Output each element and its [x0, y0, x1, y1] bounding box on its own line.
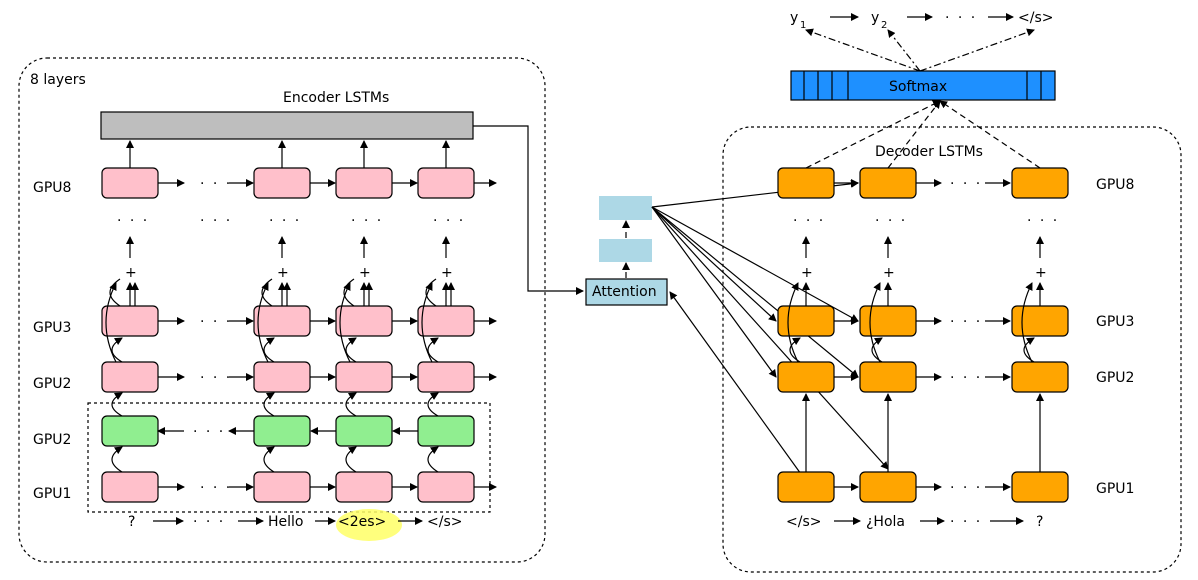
decoder-cell-gpu1-3 — [1011, 471, 1069, 503]
encoder-frame — [18, 57, 546, 563]
encoder-cell-gpu2-reverse-1 — [101, 415, 159, 447]
encoder-row-ellipsis: · · · — [200, 370, 232, 386]
encoder-cell-gpu1-1 — [101, 471, 159, 503]
encoder-cell-gpu2-reverse-3 — [335, 415, 393, 447]
output-y1: y — [790, 10, 798, 26]
decoder-cell-gpu2-2 — [859, 361, 917, 393]
decoder-row-label-gpu1: GPU1 — [1096, 481, 1134, 497]
decoder-cell-gpu8-1 — [777, 167, 835, 199]
encoder-cell-gpu3-3 — [335, 305, 393, 337]
encoder-cell-gpu2-2 — [253, 361, 311, 393]
encoder-vertical-ellipsis: · · · — [269, 213, 301, 229]
encoder-row-ellipsis: · · · — [200, 314, 232, 330]
encoder-cell-gpu2-reverse-2 — [253, 415, 311, 447]
encoder-residual-plus: + — [359, 265, 371, 281]
encoder-row-label-gpu3: GPU3 — [33, 320, 71, 336]
decoder-frame — [722, 126, 1182, 573]
decoder-row-ellipsis: · · · — [950, 176, 982, 192]
decoder-row-ellipsis: · · · — [950, 370, 982, 386]
decoder-cell-gpu2-1 — [777, 361, 835, 393]
encoder-row-label-gpu2-bottom: GPU2 — [33, 432, 71, 448]
encoder-row-label-gpu1: GPU1 — [33, 486, 71, 502]
output-y2-sub: 2 — [881, 20, 887, 31]
encoder-token-ellipsis: · · · — [193, 514, 225, 530]
encoder-residual-plus: + — [125, 265, 137, 281]
encoder-cell-gpu2-4 — [417, 361, 475, 393]
decoder-vertical-ellipsis: · · · — [1027, 213, 1059, 229]
attention-box — [585, 278, 668, 306]
encoder-cell-gpu8-3 — [335, 167, 393, 199]
encoder-cell-gpu1-4 — [417, 471, 475, 503]
encoder-residual-plus: + — [277, 265, 289, 281]
encoder-row-ellipsis: · · · — [200, 176, 232, 192]
decoder-token-eos: </s> — [786, 514, 821, 530]
attention-stack-mid — [599, 239, 652, 262]
encoder-cell-gpu8-4 — [417, 167, 475, 199]
encoder-cell-gpu1-3 — [335, 471, 393, 503]
encoder-cell-gpu3-4 — [417, 305, 475, 337]
encoder-cell-gpu1-2 — [253, 471, 311, 503]
decoder-cell-gpu2-3 — [1011, 361, 1069, 393]
output-eos: </s> — [1018, 10, 1053, 26]
encoder-title: Encoder LSTMs — [283, 90, 389, 106]
decoder-row-ellipsis: · · · — [950, 480, 982, 496]
encoder-row-label-gpu2-top: GPU2 — [33, 376, 71, 392]
encoder-residual-plus: + — [441, 265, 453, 281]
decoder-token-hola: ¿Hola — [866, 514, 905, 530]
decoder-cell-gpu8-2 — [859, 167, 917, 199]
decoder-cell-gpu1-2 — [859, 471, 917, 503]
softmax-label: Softmax — [889, 79, 947, 95]
encoder-token-hello: Hello — [268, 514, 304, 530]
decoder-cell-gpu3-3 — [1011, 305, 1069, 337]
decoder-vertical-ellipsis: · · · — [875, 213, 907, 229]
attention-label: Attention — [592, 284, 657, 300]
output-y1-sub: 1 — [800, 20, 806, 31]
decoder-cell-gpu1-1 — [777, 471, 835, 503]
decoder-row-ellipsis: · · · — [950, 314, 982, 330]
decoder-residual-plus: + — [1035, 265, 1047, 281]
output-ellipsis: · · · — [945, 10, 977, 26]
decoder-residual-plus: + — [801, 265, 813, 281]
encoder-vertical-ellipsis: · · · — [351, 213, 383, 229]
decoder-token-ellipsis: · · · — [950, 514, 982, 530]
encoder-cell-gpu3-2 — [253, 305, 311, 337]
output-y2: y — [871, 10, 879, 26]
encoder-token-2es: <2es> — [338, 514, 386, 530]
encoder-cell-gpu2-3 — [335, 361, 393, 393]
encoder-token-question: ? — [128, 514, 135, 530]
encoder-cell-gpu2-reverse-4 — [417, 415, 475, 447]
decoder-token-question: ? — [1036, 514, 1043, 530]
decoder-row-label-gpu2: GPU2 — [1096, 370, 1134, 386]
encoder-cell-gpu3-1 — [101, 305, 159, 337]
encoder-vertical-ellipsis-mid: · · · — [200, 213, 232, 229]
softmax-layer: Softmax — [790, 70, 1056, 101]
decoder-cell-gpu3-2 — [859, 305, 917, 337]
token-highlight — [336, 509, 402, 541]
encoder-cell-gpu8-2 — [253, 167, 311, 199]
decoder-title: Decoder LSTMs — [875, 144, 983, 160]
encoder-cell-gpu8-1 — [101, 167, 159, 199]
decoder-cell-gpu3-1 — [777, 305, 835, 337]
bidirectional-layer-frame — [87, 402, 491, 513]
encoder-row-ellipsis: · · · — [193, 424, 225, 440]
encoder-row-label-gpu8: GPU8 — [33, 180, 71, 196]
decoder-vertical-ellipsis: · · · — [793, 213, 825, 229]
encoder-layers-label: 8 layers — [30, 72, 86, 88]
encoder-vertical-ellipsis: · · · — [433, 213, 465, 229]
encoder-row-ellipsis: · · · — [200, 480, 232, 496]
attention-stack-top — [599, 196, 652, 220]
encoder-output-bar — [100, 111, 474, 140]
decoder-cell-gpu8-3 — [1011, 167, 1069, 199]
encoder-cell-gpu2-1 — [101, 361, 159, 393]
decoder-row-label-gpu8: GPU8 — [1096, 177, 1134, 193]
decoder-residual-plus: + — [883, 265, 895, 281]
encoder-vertical-ellipsis: · · · — [117, 213, 149, 229]
encoder-token-eos: </s> — [427, 514, 462, 530]
decoder-row-label-gpu3: GPU3 — [1096, 314, 1134, 330]
